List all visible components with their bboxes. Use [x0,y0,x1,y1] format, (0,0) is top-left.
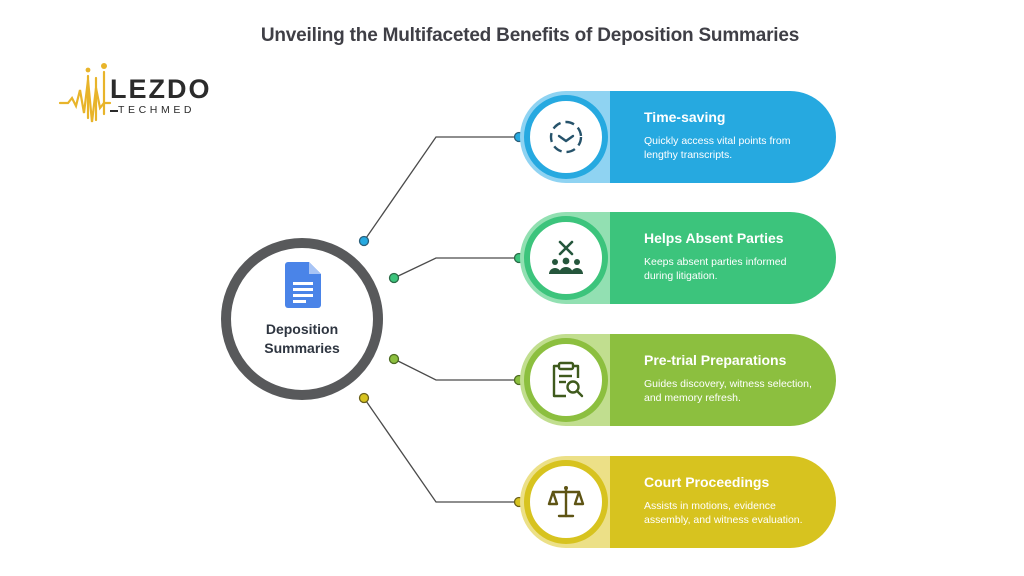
connector-dot [388,272,400,284]
hub-label-line2: Summaries [264,340,340,356]
connector-1 [363,136,519,242]
hub-label-line1: Deposition [265,321,339,337]
connector-dot [358,235,370,247]
logo-name: LEZDO [110,74,212,104]
card-body [610,334,836,426]
benefit-description: Assists in motions, evidence assembly, a… [644,500,803,526]
card-body [610,91,836,183]
connector-4 [363,397,519,503]
logo-divider [110,110,118,112]
absent-people-icon [549,240,583,274]
benefit-card-court: Court Proceedings Assists in motions, ev… [520,456,836,548]
card-icon-circle [524,95,608,179]
page-title: Unveiling the Multifaceted Benefits of D… [260,25,800,46]
connector-dot [388,353,400,365]
benefit-title: Pre-trial Preparations [644,352,787,368]
benefit-title: Helps Absent Parties [644,230,784,246]
document-icon [285,262,321,308]
benefit-title: Court Proceedings [644,474,770,490]
card-icon-circle [524,216,608,300]
benefit-title: Time-saving [644,109,726,125]
logo-wave-icon [58,63,112,123]
connector-2 [393,257,519,279]
clock-dashed-icon [549,120,583,154]
clipboard-search-icon [552,361,584,398]
benefit-card-pretrial: Pre-trial Preparations Guides discovery,… [520,334,836,426]
benefit-card-absent-parties: Helps Absent Parties Keeps absent partie… [520,212,836,304]
connector-3 [393,358,519,381]
benefit-description: Keeps absent parties informed during lit… [644,256,787,282]
hub-label: Deposition Summaries [231,320,373,358]
central-hub: Deposition Summaries [221,238,383,400]
connector-dot [358,392,370,404]
lezdo-logo: LEZDO TECHMED [58,58,228,133]
card-body [610,456,836,548]
card-icon-circle [524,338,608,422]
scales-icon [547,486,585,518]
benefit-description: Quickly access vital points from lengthy… [644,135,791,161]
card-body [610,212,836,304]
benefit-card-time-saving: Time-saving Quickly access vital points … [520,91,836,183]
card-icon-circle [524,460,608,544]
logo-tagline: TECHMED [118,104,196,116]
benefit-description: Guides discovery, witness selection, and… [644,378,812,404]
